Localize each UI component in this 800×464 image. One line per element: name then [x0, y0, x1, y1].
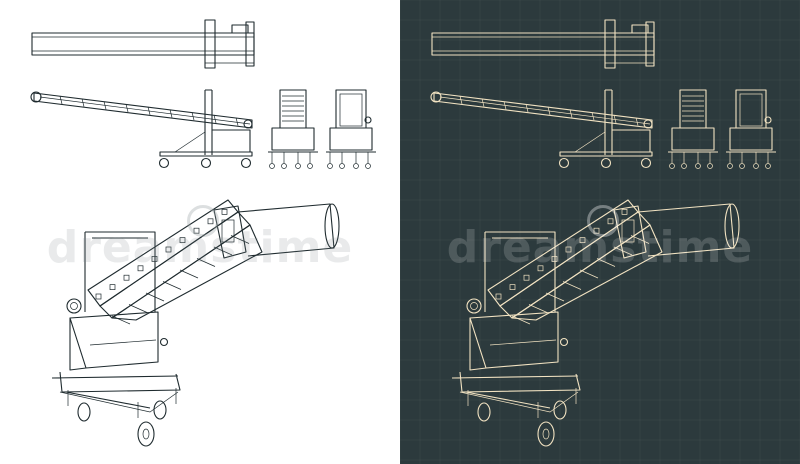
- perspective-view: [451, 199, 740, 447]
- rear-view: [726, 89, 776, 169]
- rear-view: [326, 89, 376, 169]
- front-view: [668, 89, 718, 169]
- light-blueprint-panel: dreamstime: [30, 19, 376, 447]
- side-view: [430, 89, 653, 169]
- spiral-logo-icon: [587, 205, 619, 237]
- light-drawing: [30, 19, 376, 447]
- top-view: [431, 19, 655, 69]
- dark-blueprint-panel: dreamstime: [400, 0, 800, 464]
- side-view: [30, 89, 253, 169]
- front-view: [268, 89, 318, 169]
- spiral-logo-icon: [187, 205, 219, 237]
- perspective-view: [51, 199, 340, 447]
- top-view: [31, 19, 255, 69]
